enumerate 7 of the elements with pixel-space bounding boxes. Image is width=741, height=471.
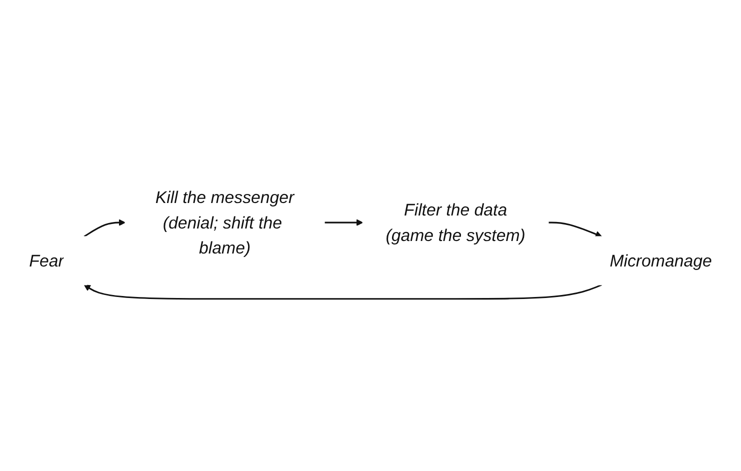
- arrow: [84, 284, 602, 300]
- node-text: Kill the messenger (denial; shift the blame): [155, 187, 294, 257]
- node-text: Micromanage: [610, 250, 712, 270]
- arrow: [548, 221, 602, 237]
- arrow: [84, 218, 126, 237]
- node-text: Filter the data (game the system): [386, 200, 526, 244]
- arrow: [324, 218, 364, 226]
